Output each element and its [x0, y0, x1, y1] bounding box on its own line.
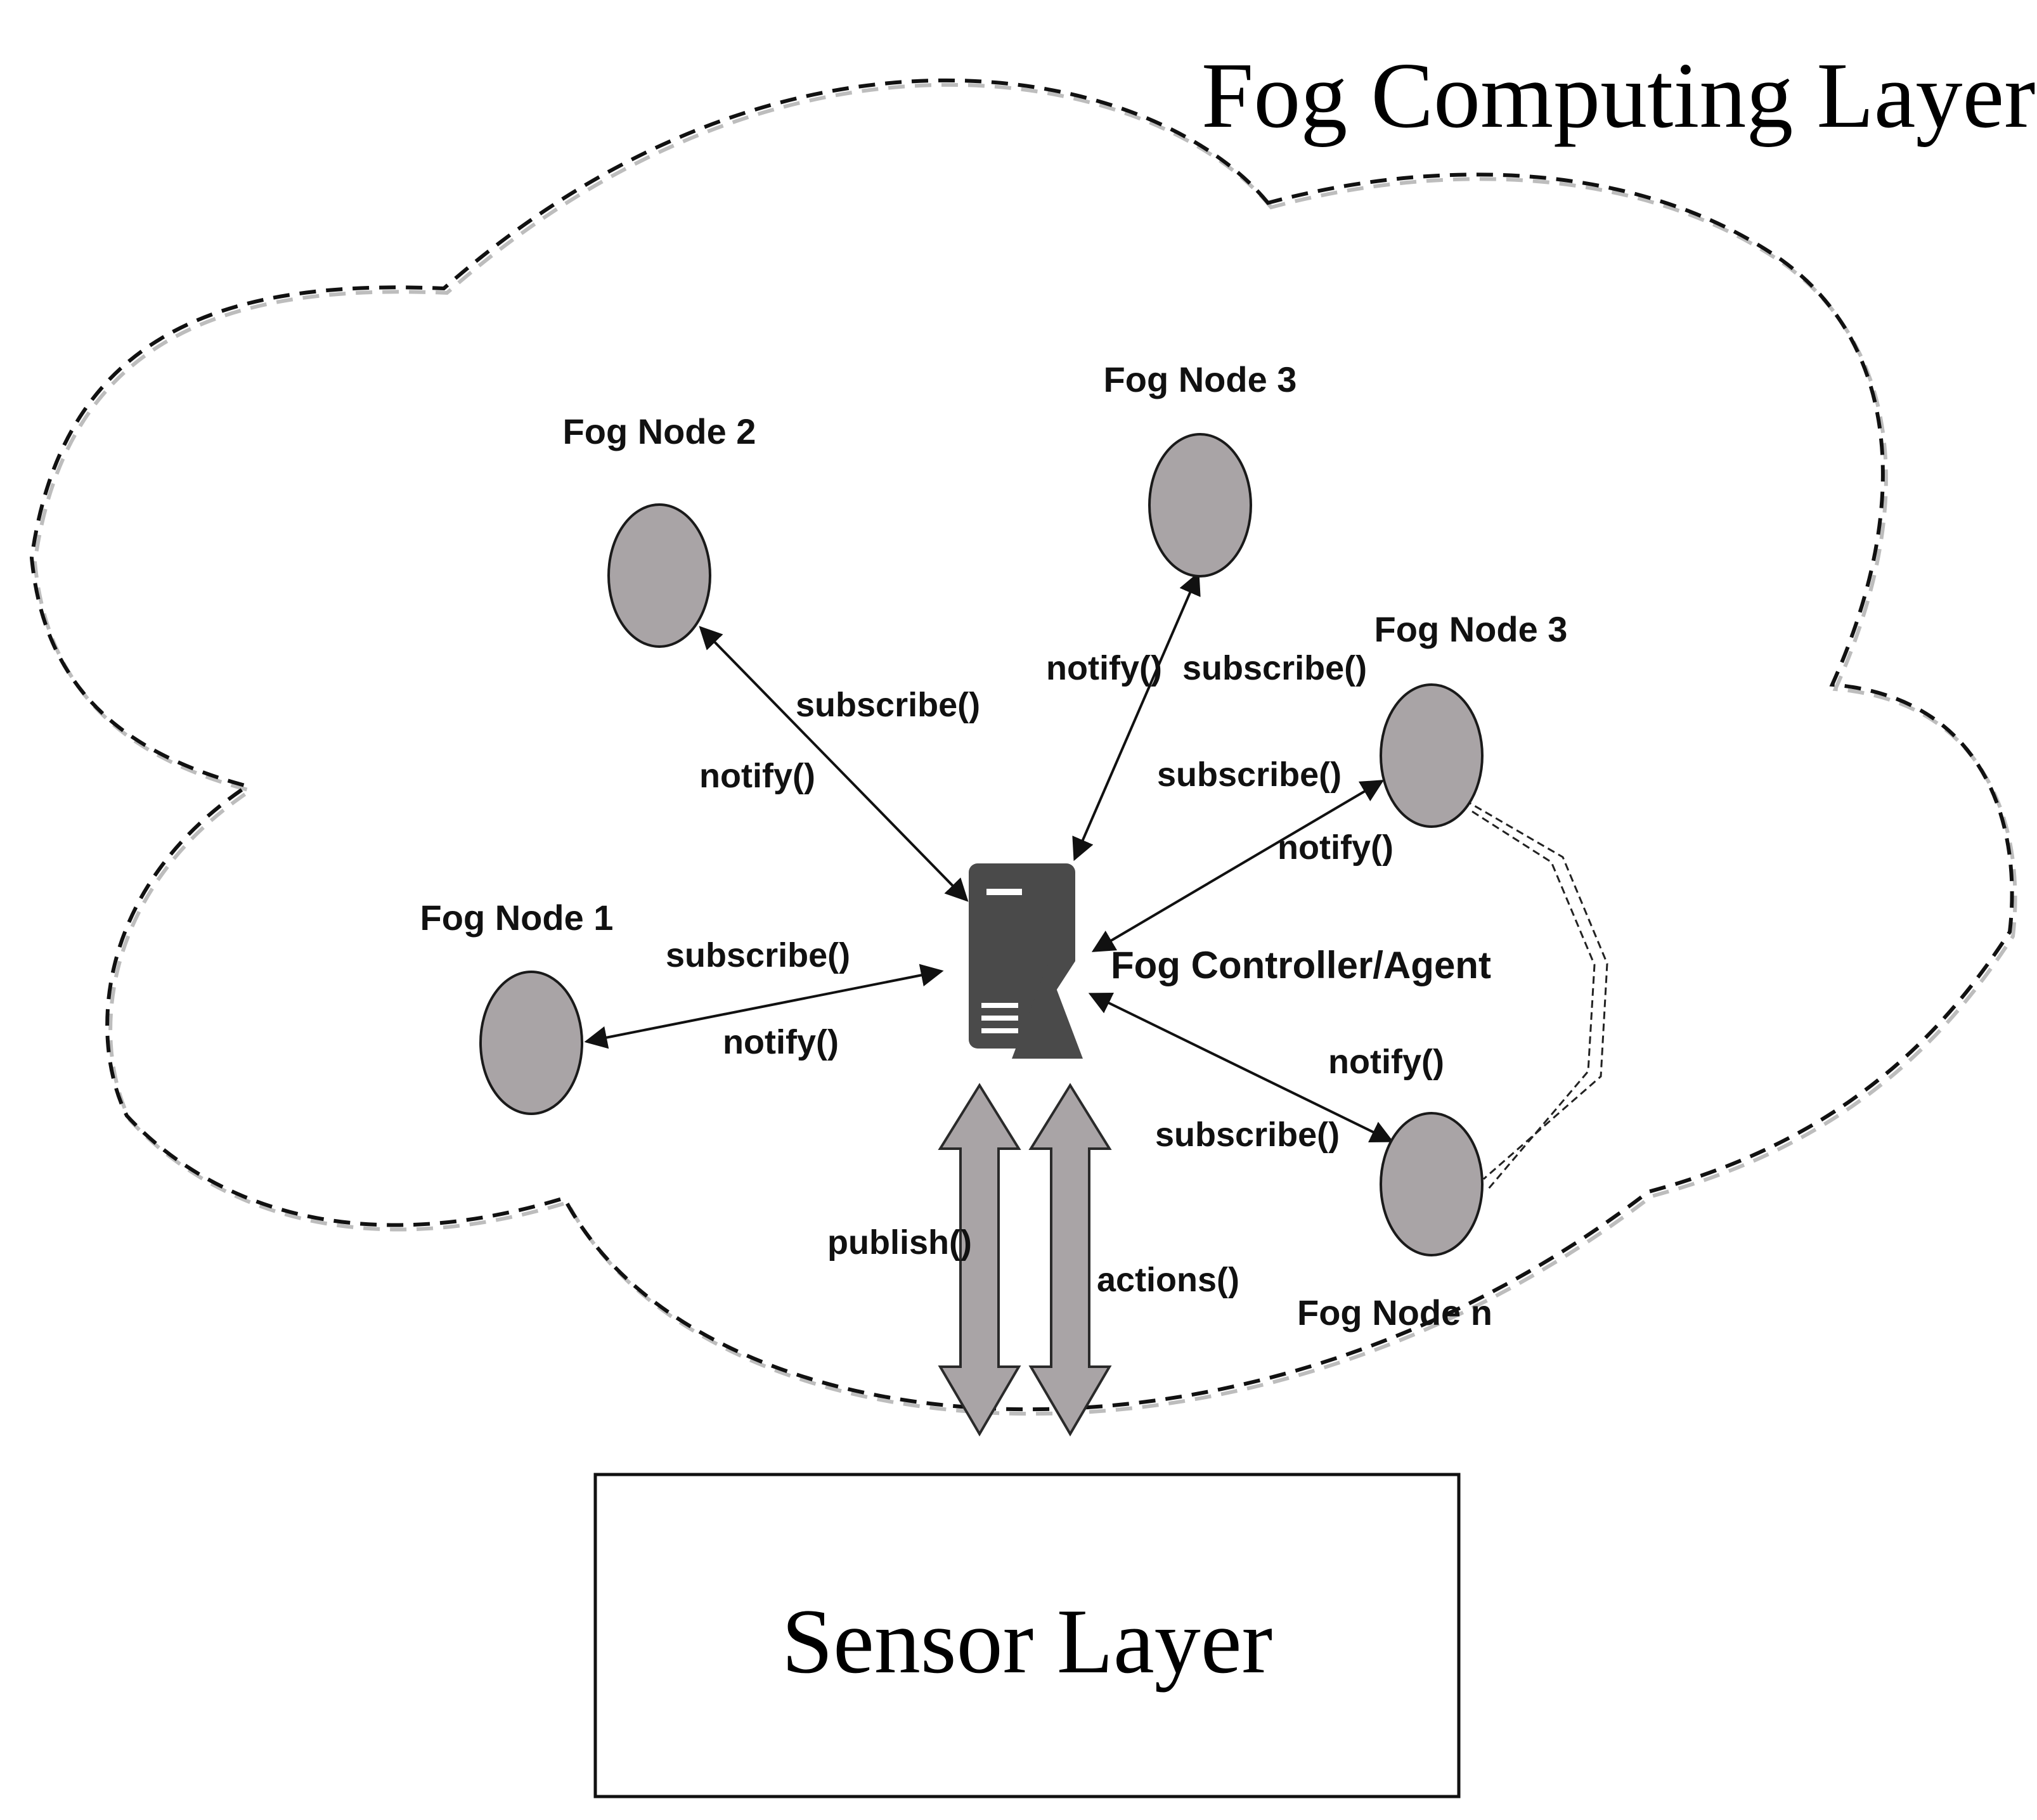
node3b-subscribe-label: subscribe()	[1157, 756, 1342, 794]
sensor-layer-label: Sensor Layer	[782, 1590, 1272, 1693]
edge-controller-node3a	[1072, 571, 1201, 862]
fog-node-1-circle	[479, 971, 583, 1115]
node2-notify-label: notify()	[699, 757, 815, 795]
fog-node-3-circle-right	[1380, 683, 1484, 828]
actions-label: actions()	[1097, 1261, 1239, 1299]
fog-layer-cloud	[29, 78, 2017, 1416]
noden-notify-label: notify()	[1328, 1043, 1444, 1081]
fog-node-n-circle	[1380, 1112, 1484, 1256]
node1-notify-label: notify()	[723, 1023, 839, 1061]
edge-controller-node2	[699, 626, 969, 902]
fog-node-3-right-label: Fog Node 3	[1374, 609, 1568, 649]
fog-controller-label: Fog Controller/Agent	[1111, 944, 1491, 986]
fog-node-2-label: Fog Node 2	[563, 411, 756, 451]
noden-subscribe-label: subscribe()	[1155, 1116, 1340, 1154]
sensor-layer-box	[593, 1473, 1461, 1798]
edge-controller-noden	[1088, 993, 1394, 1142]
node1-subscribe-label: subscribe()	[666, 936, 850, 974]
edge-controller-node1	[584, 964, 944, 1049]
server-with-triangle-icon	[969, 863, 1085, 1060]
link-node3-noden	[1464, 799, 1608, 1189]
fog-node-3-label: Fog Node 3	[1104, 359, 1297, 399]
node3a-notify-label: notify()	[1046, 649, 1162, 687]
publish-double-arrow	[938, 1083, 1021, 1436]
fog-node-3-circle	[1148, 433, 1252, 578]
node3b-notify-label: notify()	[1277, 829, 1394, 867]
node2-subscribe-label: subscribe()	[796, 686, 980, 724]
node3a-subscribe-label: subscribe()	[1182, 649, 1367, 687]
publish-label: publish()	[827, 1223, 972, 1262]
actions-double-arrow	[1028, 1083, 1112, 1436]
connections	[584, 571, 1394, 1142]
big-double-arrows	[938, 1083, 1112, 1436]
fog-node-n-label: Fog Node n	[1297, 1293, 1492, 1333]
fog-node-1-label: Fog Node 1	[420, 898, 614, 938]
edge-controller-node3b	[1091, 780, 1385, 952]
fog-node-2-circle	[607, 503, 711, 648]
fog-layer-title: Fog Computing Layer	[1201, 44, 2035, 148]
